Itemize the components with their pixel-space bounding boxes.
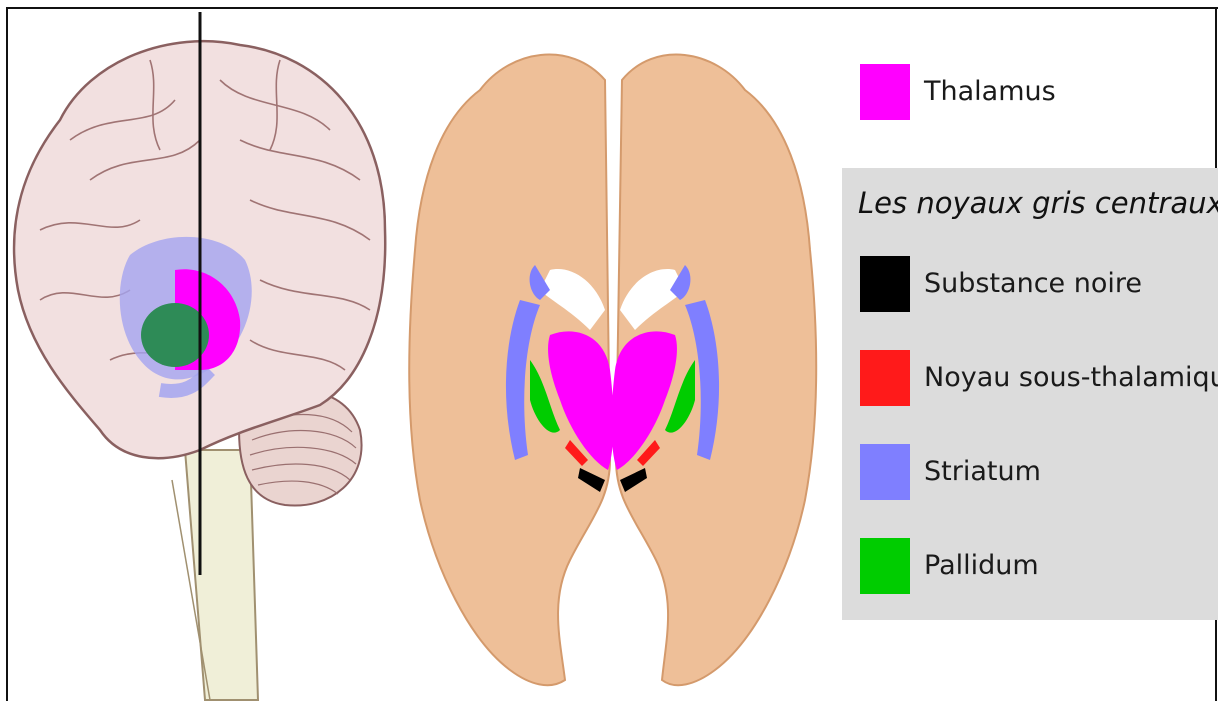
lateral-brain-illustration xyxy=(0,0,400,701)
legend-label-thalamus: Thalamus xyxy=(924,76,1056,107)
legend-label-striatum: Striatum xyxy=(924,456,1041,487)
brainstem xyxy=(185,450,258,700)
coronal-section-illustration xyxy=(400,0,830,701)
legend-group-panel: Les noyaux gris centraux Substance noire… xyxy=(842,168,1218,620)
swatch-pallidum xyxy=(860,538,910,594)
legend-group-title: Les noyaux gris centraux xyxy=(858,186,1218,220)
swatch-noyau-sous-thalamique xyxy=(860,350,910,406)
swatch-striatum xyxy=(860,444,910,500)
swatch-thalamus xyxy=(860,64,910,120)
legend-label-pallidum: Pallidum xyxy=(924,550,1039,581)
legend-thalamus: Thalamus xyxy=(860,64,1180,124)
legend-label-noyau-sous-thalamique: Noyau sous-thalamique xyxy=(924,362,1218,393)
swatch-substance-noire xyxy=(860,256,910,312)
legend-label-substance-noire: Substance noire xyxy=(924,268,1142,299)
